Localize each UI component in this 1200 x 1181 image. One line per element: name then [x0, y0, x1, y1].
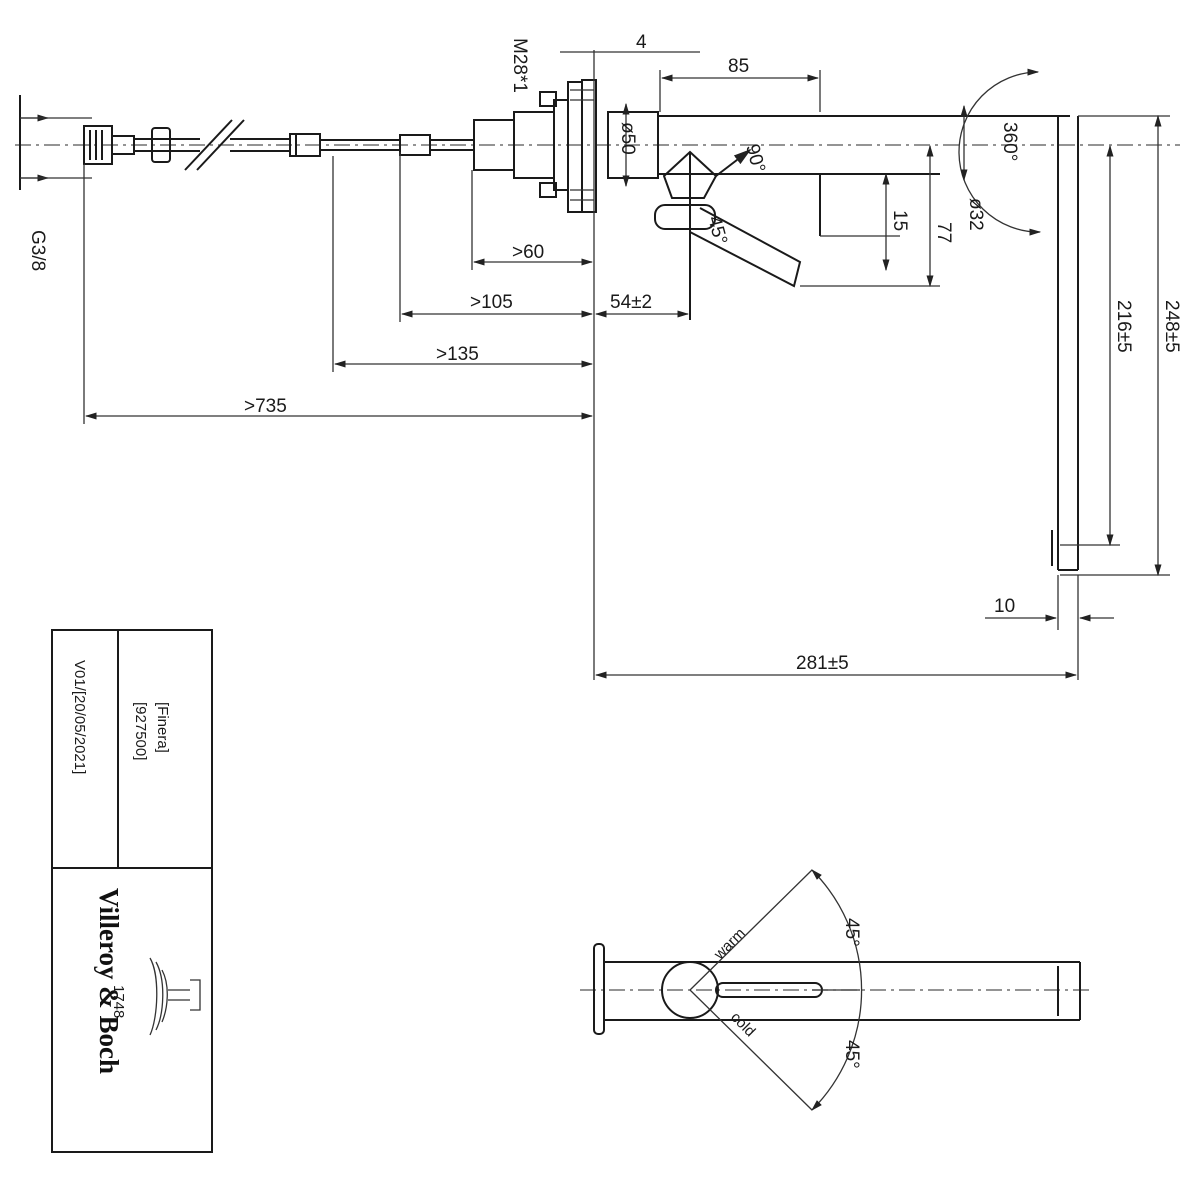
logo-year: 1748 [110, 985, 127, 1018]
dim-min135: >135 [436, 344, 479, 365]
dim-85: 85 [728, 56, 749, 77]
spout [607, 111, 1120, 571]
mounting-body [473, 50, 597, 680]
dim-281: 281±5 [796, 653, 849, 674]
dim-m28: M28*1 [509, 38, 530, 93]
title-version: V01/[20/05/2021] [71, 660, 88, 774]
dim-min60: >60 [512, 242, 544, 263]
dim-offset54: 54±2 [610, 292, 652, 313]
dim-10: 10 [994, 596, 1015, 617]
dim-77: 77 [933, 222, 954, 243]
dim-d32: ø32 [965, 198, 986, 231]
dim-angle-360: 360° [999, 122, 1020, 161]
villeroy-boch-logo: Villeroy & Boch 1748 [94, 888, 201, 1074]
title-product-code: [927500] [132, 702, 149, 760]
title-block: [Finera] [927500] V01/[20/05/2021] Ville… [51, 629, 213, 1153]
plan-view: 45° 45° warm cold [580, 869, 1090, 1111]
title-product-name: [Finera] [154, 702, 171, 753]
side-view: G3/8 M28*1 4 85 ø50 90° 45° 360° 15 77 ø… [15, 32, 1182, 680]
logo-brand: Villeroy & Boch [94, 888, 124, 1074]
dim-min105: >105 [470, 292, 513, 313]
lever [654, 148, 802, 320]
hose [134, 119, 475, 171]
dim-248: 248±5 [1161, 300, 1182, 353]
dim-angle-90: 90° [741, 142, 769, 175]
dim-thread-4: 4 [636, 32, 647, 53]
dim-216: 216±5 [1113, 300, 1134, 353]
plan-angle-top: 45° [841, 918, 862, 947]
plan-label-warm: warm [710, 925, 749, 964]
dim-min735: >735 [244, 396, 287, 417]
g38-connector [19, 95, 135, 190]
swivel-arc [958, 68, 1042, 236]
dim-15: 15 [889, 210, 910, 231]
plan-angle-bottom: 45° [841, 1040, 862, 1069]
plan-label-cold: cold [727, 1009, 758, 1040]
dim-d50: ø50 [617, 122, 638, 155]
dim-g38: G3/8 [27, 230, 48, 271]
